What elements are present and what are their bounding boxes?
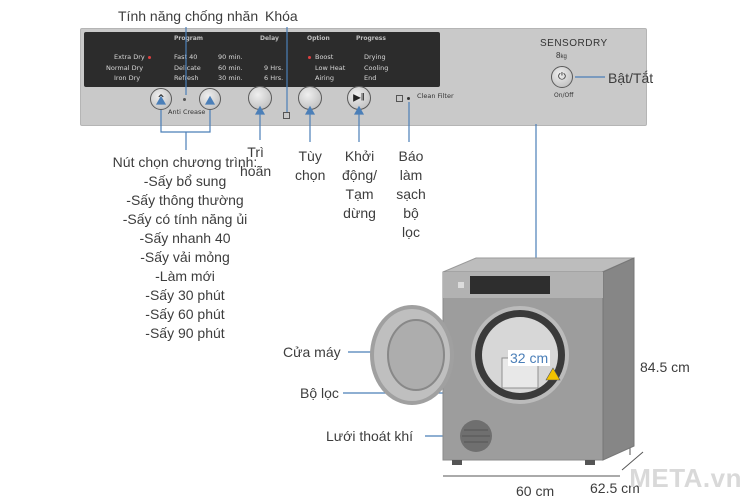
program-item: -Làm mới [155, 268, 215, 284]
program-item: -Sấy bổ sung [143, 173, 227, 189]
header-option: Option [307, 35, 330, 42]
header-program: Program [174, 35, 204, 42]
dryer-logo [458, 282, 464, 288]
dimension-width: 60 cm [516, 483, 555, 499]
dryer-foot-left [452, 460, 462, 465]
line-program [160, 110, 211, 133]
capacity-block: 8kg [556, 51, 567, 60]
option-airing: Airing [315, 74, 334, 82]
program-item: -Sấy thông thường [126, 192, 244, 208]
watermark: META.vn [629, 463, 742, 493]
clean-filter-label: Clean Filter [417, 92, 454, 100]
lock-icon [283, 112, 290, 119]
brand-label: SENSORDRY [540, 38, 608, 49]
power-button[interactable]: ⏻ [551, 66, 573, 88]
arrowhead-option [304, 105, 316, 115]
program-60-min: 60 min. [218, 64, 243, 72]
annotation-anti-crease: Tính năng chống nhăn [118, 8, 259, 24]
progress-cooling: Cooling [364, 64, 389, 72]
dryer-side [602, 257, 635, 461]
annotation-vent: Lưới thoát khí [326, 428, 414, 444]
anti-crease-indicator [183, 98, 186, 101]
option-button[interactable] [298, 86, 322, 110]
capacity-value: 8 [556, 51, 561, 60]
program-extra-dry: Extra Dry [114, 53, 145, 61]
clean-filter-icon [396, 95, 403, 102]
arrowhead-delay [254, 105, 266, 115]
program-item: -Sấy có tính năng ủi [122, 211, 248, 227]
play-pause-icon: ▶‖ [353, 92, 365, 104]
program-iron-dry: Iron Dry [114, 74, 141, 82]
warning-icon [545, 367, 561, 381]
header-delay: Delay [260, 35, 279, 42]
arrowhead-start [353, 105, 365, 115]
dim-depth [621, 451, 644, 471]
arrowhead-prev [155, 95, 167, 105]
program-list-title: Nút chọn chương trình: [112, 154, 258, 170]
annotation-lock: Khóa [265, 8, 298, 24]
progress-drying: Drying [364, 53, 386, 61]
dryer-mini-display [470, 276, 550, 294]
program-90-min: 90 min. [218, 53, 243, 61]
anti-crease-label: Anti Crease [168, 108, 206, 116]
annotation-program-list: Nút chọn chương trình: -Sấy bổ sung -Sấy… [75, 153, 295, 343]
vent-grille [462, 429, 490, 443]
dimension-door-opening: 32 cm [508, 350, 551, 366]
progress-end: End [364, 74, 377, 82]
indicator-boost [308, 56, 311, 59]
capacity-unit: kg [560, 54, 567, 60]
delay-9-hrs: 9 Hrs. [264, 64, 284, 72]
program-delicate: Delicate [174, 64, 201, 72]
annotation-filter: Bộ lọc [300, 385, 339, 401]
dimension-height: 84.5 cm [640, 359, 690, 375]
start-pause-button[interactable]: ▶‖ [347, 86, 371, 110]
option-low-heat: Low Heat [315, 64, 346, 72]
annotation-power: Bật/Tắt [608, 70, 654, 86]
program-normal-dry: Normal Dry [106, 64, 144, 72]
clean-filter-indicator [407, 97, 410, 100]
program-item: -Sấy vải mỏng [140, 249, 230, 265]
indicator-extra-dry [148, 56, 151, 59]
header-progress: Progress [356, 35, 386, 42]
dryer-door-glass [387, 319, 445, 391]
panel-display: Program Delay Option Progress Extra Dry … [84, 32, 440, 87]
program-item: -Sấy 90 phút [145, 325, 225, 341]
power-label: On/Off [554, 92, 574, 99]
dryer-foot-right [585, 460, 595, 465]
dimension-depth: 62.5 cm [590, 480, 640, 496]
annotation-door: Cửa máy [283, 344, 341, 360]
arrowhead-next [204, 95, 216, 105]
delay-6-hrs: 6 Hrs. [264, 74, 284, 82]
dryer-machine [370, 257, 635, 465]
program-item: -Sấy nhanh 40 [139, 230, 231, 246]
program-item: -Sấy 30 phút [145, 287, 225, 303]
program-item: -Sấy 60 phút [145, 306, 225, 322]
option-boost: Boost [315, 53, 334, 61]
dryer-top [442, 257, 635, 273]
power-icon: ⏻ [558, 71, 566, 83]
program-30-min: 30 min. [218, 74, 243, 82]
